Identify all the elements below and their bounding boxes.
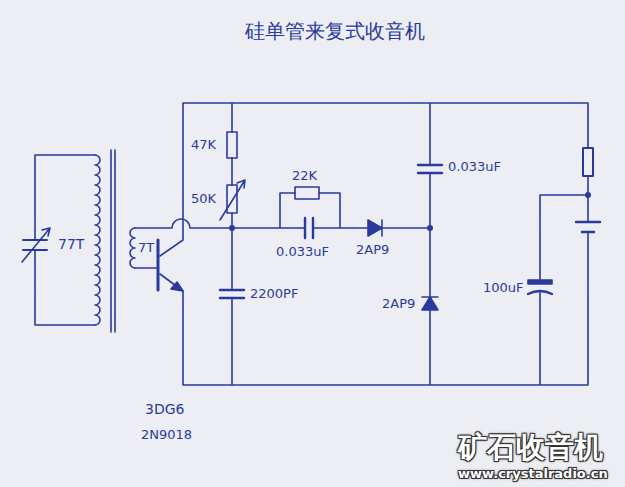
diode-type: 2AP9: [382, 297, 415, 311]
resistor-value: 50K: [191, 192, 216, 206]
diode-type: 2AP9: [356, 243, 389, 257]
watermark: www.crystalradio.cn: [458, 467, 608, 481]
battery-symbol: [576, 222, 600, 232]
transistor-type: 3DG6: [145, 402, 184, 417]
emitter-arrow: [171, 282, 183, 291]
diode-symbol: [368, 220, 382, 236]
junction-dot: [586, 193, 590, 197]
turns-label: 7T: [138, 241, 154, 255]
wire: [35, 103, 588, 385]
potentiometer-symbol: [227, 185, 237, 213]
secondary-coil: [130, 228, 135, 268]
resistor-symbol: [227, 132, 237, 158]
turns-label: 77T: [58, 237, 84, 252]
resistor-value: 22K: [292, 169, 317, 183]
capacitor-symbol: [418, 165, 442, 173]
resistor-value: 47K: [191, 138, 216, 152]
resistor-symbol: [295, 187, 319, 199]
diode-symbol: [422, 297, 438, 310]
capacitor-value: 100uF: [483, 281, 524, 295]
capacitor-symbol: [305, 218, 313, 238]
diagram-title: 硅单管来复式收音机: [245, 20, 425, 42]
coil-core: [111, 150, 115, 332]
primary-coil: [95, 155, 100, 325]
electrolytic-capacitor: [528, 280, 552, 284]
potentiometer-arrow: [220, 180, 245, 220]
junction-dot: [428, 226, 432, 230]
earphone-symbol: [583, 148, 593, 176]
capacitor-value: 0.033uF: [276, 245, 329, 259]
variable-arrow: [22, 228, 50, 262]
transistor-base: [157, 240, 160, 290]
electrolytic-capacitor: [528, 291, 552, 294]
transistor-type: 2N9018: [141, 428, 192, 442]
capacitor-symbol: [220, 290, 244, 298]
capacitor-value: 2200PF: [250, 287, 298, 301]
capacitor-value: 0.033uF: [448, 160, 501, 174]
watermark: 矿石收音机: [458, 432, 603, 464]
junction-dot: [230, 226, 234, 230]
